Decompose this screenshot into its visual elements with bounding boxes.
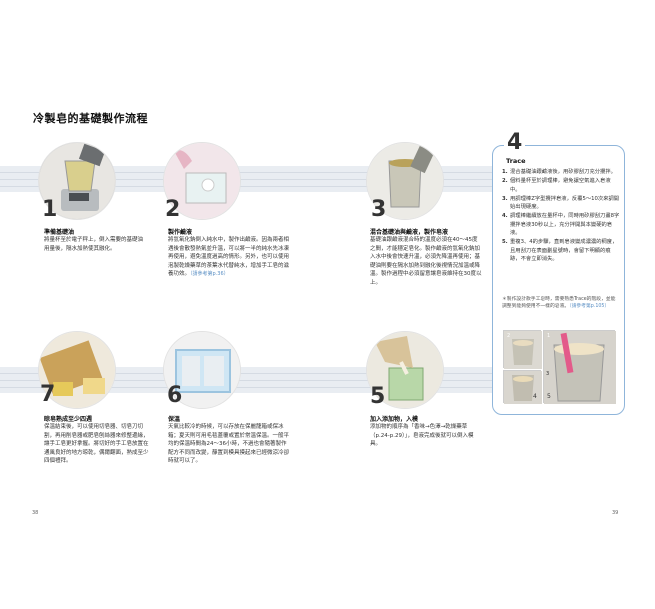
trace-photo-4	[503, 370, 542, 404]
step-6-body: 天氣比較冷的時候，可以存放在保麗龍箱或保冰箱；夏天則可用毛毯蓋覆或置於常溫保溫。…	[168, 424, 290, 464]
step-7-photo	[38, 331, 116, 409]
step-3-body: 基礎油跟鹼液混合時的溫度必須在40～45度之間，才能穩定皂化。製作鹼液的氫氧化鈉…	[370, 237, 482, 286]
step-2-body: 將氫氧化鈉倒入純水中，製作出鹼液。因為兩者相遇後會散發熱氣並升溫，可以將一半的純…	[168, 237, 290, 277]
trace-step: 4.調理棒繼續放在量杯中，同時用矽膠刮刀畫8字攪拌皂液30秒以上，充分拌開與本變…	[502, 213, 620, 237]
step-3-number: 3	[371, 197, 387, 222]
trace-step: 1.混合基礎油跟鹼液後，用矽膠刮刀充分攪拌。	[502, 169, 616, 175]
step-6-title: 保溫	[168, 416, 181, 423]
step-6-number: 6	[167, 383, 183, 408]
trace-photo-2: 2	[503, 330, 542, 369]
trace-steps-list: 1.混合基礎油跟鹼液後，用矽膠刮刀充分攪拌。 2.個料量杯至於調理棒，避免讓空氣…	[502, 168, 620, 264]
step-3-title: 混合基礎油與鹼液，製作皂液	[370, 229, 449, 236]
step-5-title: 加入添加物，入模	[370, 416, 419, 423]
trace-note: ＊製作設計款手工皂時，需要熟悉Trace的階段，並能調整到能夠使用不一樣的皂液。…	[502, 297, 616, 309]
step-4-number: 4	[504, 130, 526, 155]
step-7-body: 保溫結束後，可以使用切皂器、切皂刀切割，再用削皂器或肥皂刨絲器來修整邊緣，讓手工…	[44, 424, 149, 464]
step-2-photo	[163, 142, 241, 220]
trace-photo-label-4: 4	[533, 393, 537, 400]
step-2-note: （請參考第p.36）	[190, 271, 229, 277]
trace-step: 2.個料量杯至於調理棒，避免讓空氣進入皂液中。	[502, 178, 611, 193]
trace-step: 3.用調理棒Z字型攪拌皂液，反覆5～10次來調開始出現硬度。	[502, 195, 620, 211]
trace-photo-main: 1 3	[543, 330, 616, 404]
step-3-photo	[366, 142, 444, 220]
step-5-photo	[366, 331, 444, 409]
step-5-body: 添加物的順序為「香味→色澤→乾燥藥草（p.24-p.29）」，皂液完成後就可以倒…	[370, 424, 474, 447]
step-7-number: 7	[40, 382, 56, 407]
page-title: 冷製皂的基礎製作流程	[33, 112, 148, 125]
step-6-photo	[163, 331, 241, 409]
step-5-number: 5	[370, 384, 386, 409]
step-1-photo	[38, 142, 116, 220]
trace-note-ref: （請參考第p.105）	[569, 304, 610, 309]
trace-title: Trace	[506, 157, 526, 165]
step-1-title: 準備基礎油	[44, 229, 75, 236]
step-1-number: 1	[42, 197, 58, 222]
trace-step: 5.重複3、4的步驟，直到皂液變成濃濃的稠度，且用刮刀在表面劃星號時，會留下明顯…	[502, 239, 618, 262]
step-2-number: 2	[165, 197, 181, 222]
step-1-body: 將量杯至於電子秤上，倒入需要的基礎油用量後，隔水加熱使其融化。	[44, 237, 144, 252]
step-7-title: 晾皂熟成至少四週	[44, 416, 93, 423]
trace-photo-label-5: 5	[547, 393, 551, 400]
step-2-title: 製作鹼液	[168, 229, 193, 236]
page-number-right: 39	[612, 510, 619, 516]
page-number-left: 38	[32, 510, 39, 516]
